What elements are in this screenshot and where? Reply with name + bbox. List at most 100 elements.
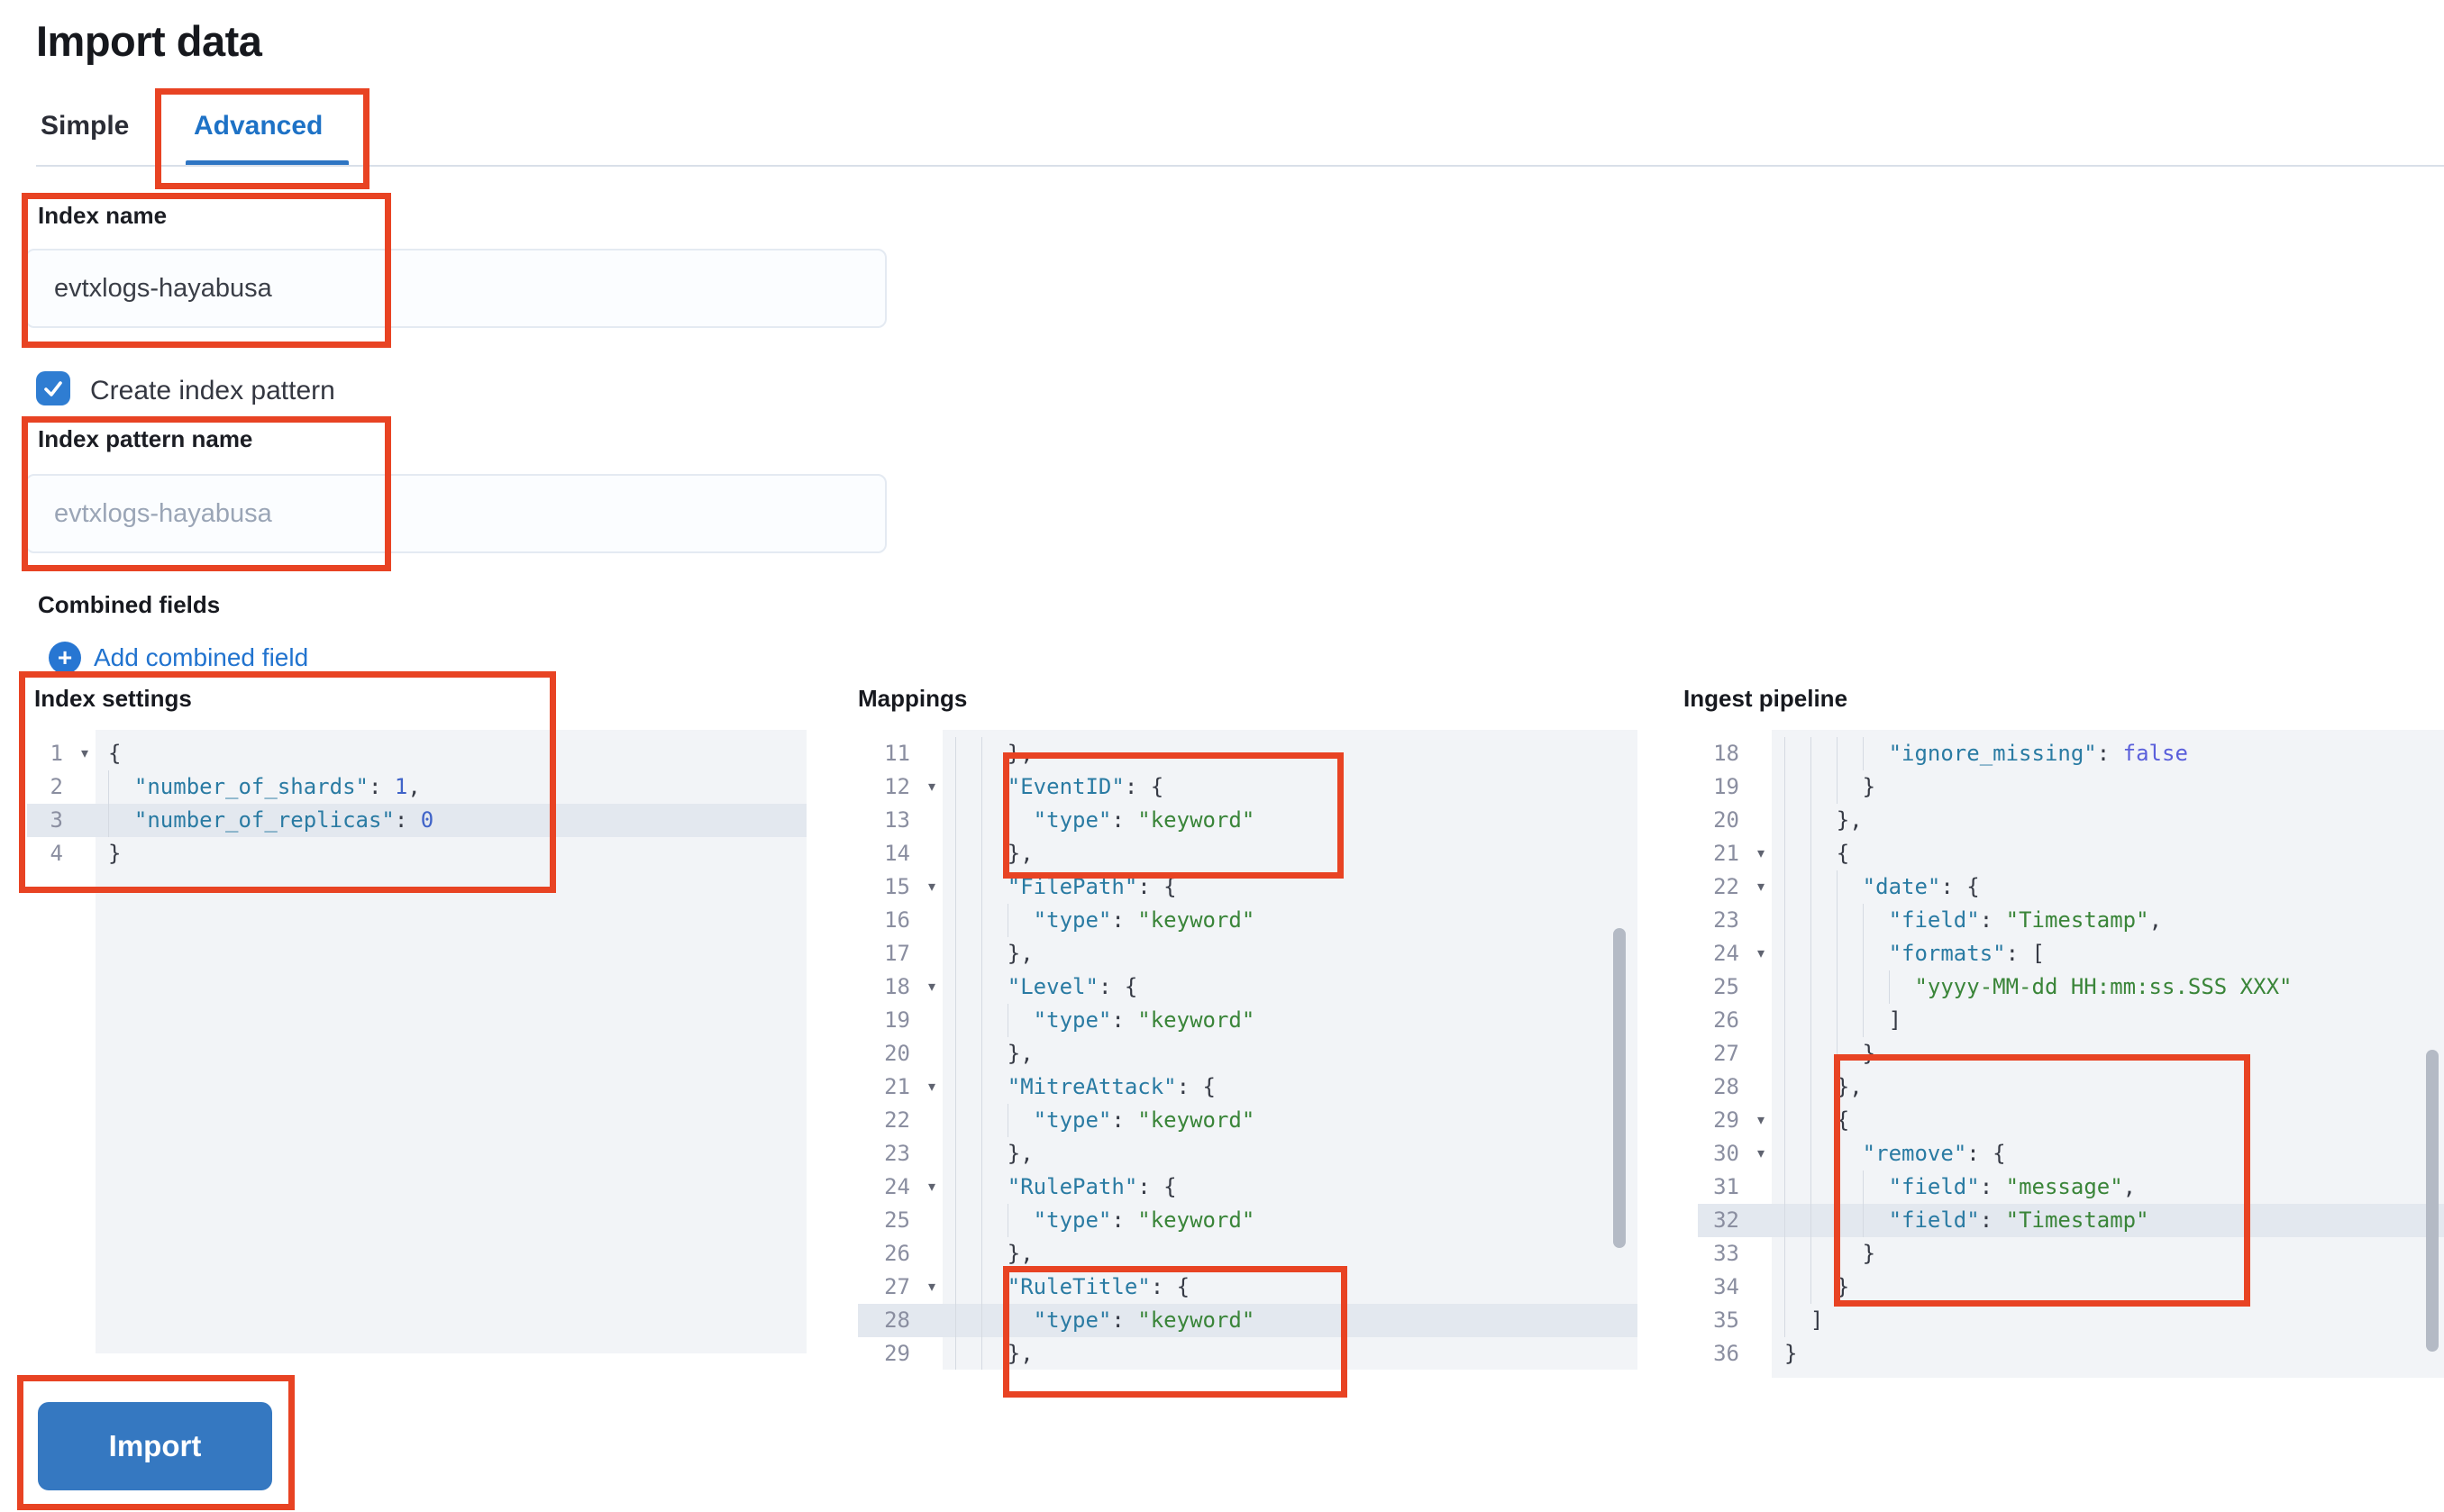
fold-arrow-icon[interactable]: ▾ — [1756, 1113, 1765, 1128]
code-line: }, — [955, 1137, 1034, 1170]
code-line: "type": "keyword" — [955, 1304, 1254, 1337]
fold-arrow-icon[interactable]: ▾ — [927, 879, 935, 895]
index-name-input[interactable]: evtxlogs-hayabusa — [25, 249, 887, 328]
code-line: "type": "keyword" — [955, 1104, 1254, 1137]
line-number: 1▾ — [27, 737, 96, 770]
indent-guide — [1784, 1271, 1810, 1304]
code-line: "type": "keyword" — [955, 804, 1254, 837]
code-line: }, — [955, 1237, 1034, 1271]
indent-guide — [1836, 1004, 1863, 1037]
line-number: 34 — [1713, 1274, 1739, 1299]
fold-arrow-icon[interactable]: ▾ — [1756, 879, 1765, 895]
index-settings-code[interactable]: {"number_of_shards": 1,"number_of_replic… — [96, 730, 807, 1353]
code-line: "EventID": { — [955, 770, 1163, 804]
indent-guide — [1836, 937, 1863, 970]
fold-arrow-icon[interactable]: ▾ — [80, 746, 88, 761]
indent-guide — [1810, 837, 1837, 870]
indent-guide — [955, 1137, 981, 1170]
indent-guide — [955, 1004, 981, 1037]
index-pattern-name-placeholder: evtxlogs-hayabusa — [54, 498, 272, 528]
mappings-scrollbar-thumb[interactable] — [1613, 928, 1626, 1248]
create-index-pattern-checkbox[interactable] — [36, 371, 70, 405]
indent-guide — [1784, 770, 1810, 804]
line-number: 15▾ — [858, 870, 943, 904]
tab-advanced[interactable]: Advanced — [194, 111, 324, 141]
code-line: "ignore_missing": false — [1784, 737, 2188, 770]
indent-guide — [1862, 737, 1889, 770]
indent-guide — [1810, 937, 1837, 970]
code-line: }, — [1784, 1070, 1863, 1104]
fold-arrow-icon[interactable]: ▾ — [927, 1280, 935, 1295]
indent-guide — [1784, 970, 1810, 1004]
fold-arrow-icon[interactable]: ▾ — [927, 779, 935, 795]
indent-guide — [955, 737, 981, 770]
fold-arrow-icon[interactable]: ▾ — [927, 1079, 935, 1095]
indent-guide — [955, 1070, 981, 1104]
indent-guide — [1784, 804, 1810, 837]
indent-guide — [1836, 1204, 1863, 1237]
code-line: "formats": [ — [1784, 937, 2045, 970]
line-number: 26 — [1713, 1007, 1739, 1033]
line-number: 3 — [50, 807, 63, 833]
code-line: "type": "keyword" — [955, 904, 1254, 937]
indent-guide — [980, 1271, 1008, 1304]
code-line: ] — [1784, 1004, 1901, 1037]
indent-guide — [1784, 1304, 1810, 1337]
active-line-highlight — [858, 1304, 1637, 1337]
indent-guide — [980, 737, 1008, 770]
indent-guide — [1810, 1170, 1837, 1204]
indent-guide — [1810, 804, 1837, 837]
code-line: "field": "message", — [1784, 1170, 2136, 1204]
plus-in-circle-icon[interactable]: + — [49, 642, 81, 674]
indent-guide — [1784, 937, 1810, 970]
indent-guide — [1862, 904, 1889, 937]
code-line: "MitreAttack": { — [955, 1070, 1216, 1104]
indent-guide — [980, 837, 1008, 870]
line-number: 33 — [1713, 1241, 1739, 1266]
indent-guide — [1810, 1037, 1837, 1070]
code-line: "yyyy-MM-dd HH:mm:ss.SSS XXX" — [1784, 970, 2292, 1004]
line-number: 14 — [884, 841, 910, 866]
page-title: Import data — [36, 17, 262, 65]
fold-arrow-icon[interactable]: ▾ — [927, 1180, 935, 1195]
fold-arrow-icon[interactable]: ▾ — [1756, 1146, 1765, 1161]
create-index-pattern-label[interactable]: Create index pattern — [90, 376, 335, 405]
mappings-code[interactable]: },"EventID": {"type": "keyword"},"FilePa… — [943, 730, 1637, 1370]
line-number: 23 — [884, 1141, 910, 1166]
fold-arrow-icon[interactable]: ▾ — [927, 979, 935, 995]
fold-arrow-icon[interactable]: ▾ — [1756, 846, 1765, 861]
fold-arrow-icon[interactable]: ▾ — [1756, 946, 1765, 961]
indent-guide — [1810, 1070, 1837, 1104]
line-number: 28 — [1713, 1074, 1739, 1099]
line-number: 19 — [1713, 774, 1739, 799]
indent-guide — [1862, 970, 1889, 1004]
indent-guide — [1836, 904, 1863, 937]
ingest-pipeline-scrollbar-thumb[interactable] — [2426, 1050, 2439, 1352]
line-number: 27 — [1713, 1041, 1739, 1066]
ingest-pipeline-code[interactable]: "ignore_missing": false}},{"date": {"fie… — [1772, 730, 2444, 1378]
line-number: 17 — [884, 941, 910, 966]
index-pattern-name-input[interactable]: evtxlogs-hayabusa — [25, 474, 887, 553]
indent-guide — [955, 970, 981, 1004]
line-number: 2 — [50, 774, 63, 799]
code-line: "number_of_shards": 1, — [108, 770, 421, 804]
indent-guide — [980, 1237, 1008, 1271]
add-combined-field-link[interactable]: Add combined field — [94, 643, 309, 671]
indent-guide — [1810, 904, 1837, 937]
import-button[interactable]: Import — [38, 1402, 272, 1490]
line-number: 22▾ — [1698, 870, 1772, 904]
tabs-divider — [36, 165, 2444, 167]
indent-guide — [955, 1037, 981, 1070]
line-number: 18▾ — [858, 970, 943, 1004]
code-line: }, — [955, 737, 1034, 770]
line-number: 29▾ — [1698, 1104, 1772, 1137]
code-line: } — [1784, 1037, 1875, 1070]
tab-simple[interactable]: Simple — [41, 111, 130, 141]
code-line: { — [1784, 837, 1849, 870]
code-line: } — [1784, 1341, 1798, 1366]
